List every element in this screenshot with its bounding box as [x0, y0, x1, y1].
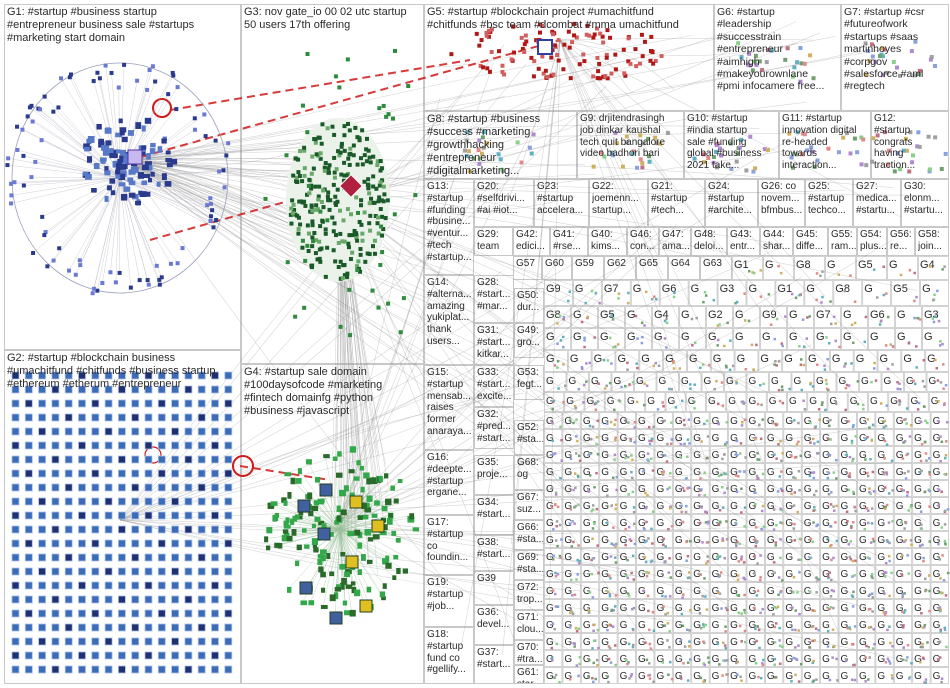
group-label-g20: G20: #selfdrivi... #ai #iot...	[477, 181, 533, 226]
group-label-g61: G61: star...	[517, 667, 543, 683]
group-label-g59: G59	[575, 258, 603, 279]
group-label-g60: G60	[545, 258, 571, 279]
group-label-g52: G52: #sta...	[517, 422, 543, 454]
group-label-g15: G15: #startup mensab... raises former an…	[427, 367, 473, 449]
group-label-g8: G8: #startup #business #success #marketi…	[427, 113, 576, 178]
group-label-g35: G35: proje...	[477, 457, 513, 494]
group-label-g13: G13: #startup #funding #busine... #ventu…	[427, 181, 473, 274]
group-label-g38: G38: #start...	[477, 537, 513, 570]
group-label-g55: G55: ram...	[831, 229, 856, 255]
group-label-g64: G64	[671, 258, 699, 279]
group-label-g30: G30: elonm... #startu...	[904, 181, 948, 226]
group-label-g42: G42: edici...	[516, 229, 549, 255]
group-label-g71: G71: clou...	[517, 612, 543, 639]
group-label-g14: G14: #alterna... amazing yukiplat... tha…	[427, 277, 473, 364]
group-label-g10: G10: #startup #india startup sale #fundi…	[687, 113, 778, 178]
group-label-g19: G19: #startup #job...	[427, 577, 473, 626]
group-label-g53: G53: fegt...	[517, 367, 543, 399]
group-label-g26: G26: co novem... bfmbus...	[761, 181, 804, 226]
group-label-g21: G21: #startup #tech...	[651, 181, 704, 226]
group-label-g67: G67: suz...	[517, 492, 543, 519]
group-label-g28: G28: #start... #mar...	[477, 277, 513, 322]
group-label-g62: G62	[607, 258, 635, 279]
group-label-g41: G41: #rse...	[553, 229, 587, 255]
group-label-g27: G27: medica... #startu...	[856, 181, 900, 226]
group-label-g49: G49: gro...	[517, 325, 543, 357]
group-label-g48: G48: deloi...	[694, 229, 726, 255]
group-label-g46: G46: con...	[630, 229, 658, 255]
group-label-g2: G2: #startup #blockchain business #umach…	[7, 352, 240, 683]
group-label-g44: G44: shar...	[763, 229, 792, 255]
group-label-g12: G12: #startup congrats having traction..…	[874, 113, 948, 178]
group-label-g16: G16: #deepte... #startup ergane...	[427, 452, 473, 514]
group-label-g25: G25: #startup techco...	[808, 181, 852, 226]
group-label-g9: G9: drjitendrasingh job dinkar kaushal t…	[580, 113, 683, 178]
group-label-g4: G4: #startup sale domain #100daysofcode …	[244, 366, 423, 683]
group-label-g36: G36: devel...	[477, 607, 513, 644]
group-label-g37: G37: #start...	[477, 647, 513, 683]
group-label-g68: G68: og	[517, 457, 543, 489]
group-label-g17: G17: #startup co foundin...	[427, 517, 473, 574]
group-label-g3: G3: nov gate_io 00 02 utc startup 50 use…	[244, 6, 423, 363]
group-label-g58: G58: join...	[918, 229, 948, 255]
group-label-g43: G43: entr...	[730, 229, 759, 255]
group-label-g47: G47: ama...	[662, 229, 690, 255]
group-label-g34: G34: #start...	[477, 497, 513, 534]
group-label-g63: G63	[703, 258, 731, 279]
group-label-g39: G39	[477, 573, 513, 604]
group-label-g72: G72: trop...	[517, 582, 543, 609]
group-label-g33: G33: #start... excite...	[477, 367, 513, 406]
group-label-g29: G29: team aaruu...	[477, 229, 512, 255]
group-label-g56: G56: re...	[890, 229, 914, 255]
group-label-g6: G6: #startup #leadership #successtrain #…	[717, 6, 840, 110]
group-label-g11: G11: #startup innovation digital re-head…	[782, 113, 870, 178]
group-label-g24: G24: #startup #archite...	[708, 181, 757, 226]
group-label-g69: G69: #sta...	[517, 552, 543, 579]
group-label-g66: G66: #sta...	[517, 522, 543, 549]
group-label-g40: G40: kims...	[591, 229, 626, 255]
group-label-g1: G1: #startup #business startup #entrepre…	[7, 6, 240, 349]
group-label-g50: G50: dur...	[517, 290, 543, 322]
group-label-g54: G54: plus...	[860, 229, 886, 255]
group-label-g23: G23: #startup accelera...	[537, 181, 588, 226]
group-label-g57: G57	[516, 258, 541, 279]
group-label-g32: G32: #pred... #start...	[477, 409, 513, 448]
group-label-g45: G45: diffe...	[796, 229, 827, 255]
group-label-g22: G22: joemenn... startup...	[592, 181, 647, 226]
group-label-g7: G7: #startup #csr #futureofwork #startup…	[844, 6, 948, 110]
group-label-g31: G31: #start... kitkar...	[477, 325, 513, 364]
group-label-g70: G70: #tra...	[517, 642, 543, 664]
group-label-g18: G18: #startup fund co #gellify...	[427, 629, 473, 683]
group-label-g5: G5: #startup #blockchain project #umachi…	[427, 6, 713, 110]
group-label-g65: G65	[639, 258, 667, 279]
